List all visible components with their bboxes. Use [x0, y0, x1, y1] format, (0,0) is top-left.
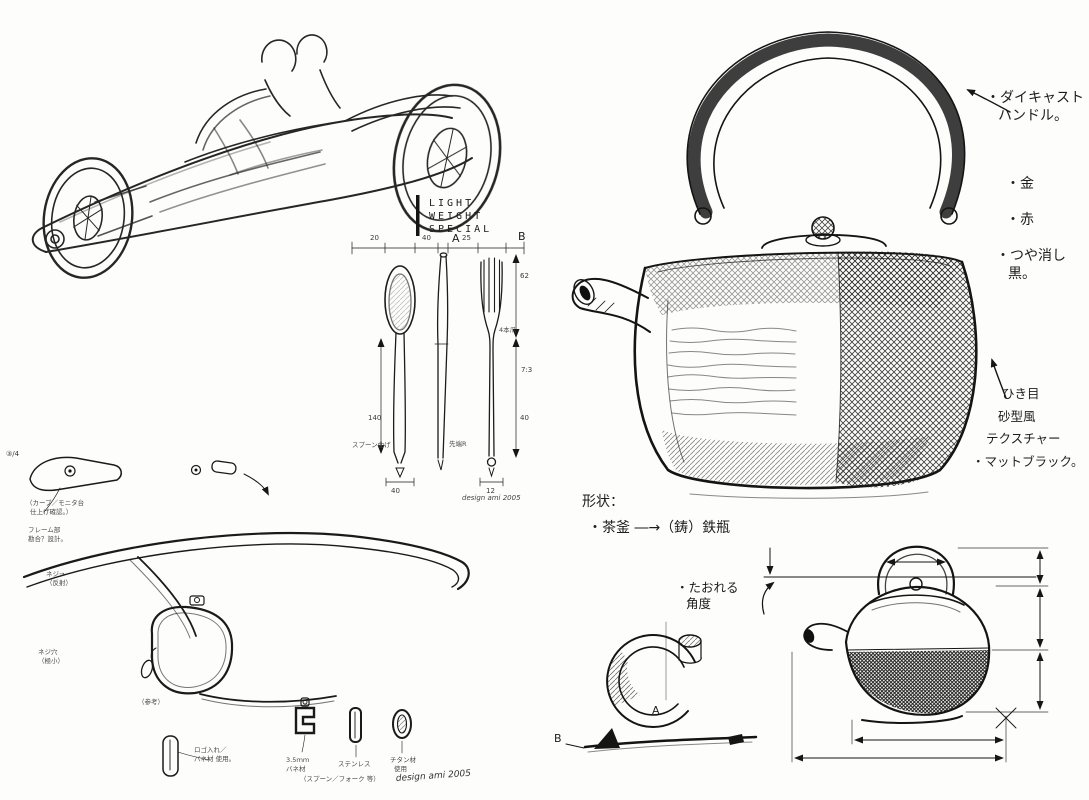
note-matte-line1: ・つや消し — [996, 248, 1066, 264]
note-red: ・赤 — [1006, 212, 1034, 228]
handle-detail-sketch — [565, 621, 758, 753]
dim-tip-spoon: 40 — [391, 487, 400, 495]
caption-bar — [416, 195, 420, 236]
note-g3-line2: （反射） — [46, 578, 72, 587]
note-misc: （スプーン／フォーク 等） — [300, 774, 380, 783]
small-kettle-sketch — [791, 545, 1049, 763]
dim-length: 140 — [368, 414, 381, 422]
note-g6-line1: ロゴ入れ／ — [194, 745, 227, 754]
note-g4-line2: （極小） — [38, 656, 64, 665]
note-part1-line2: バネ材 — [286, 764, 306, 773]
cutlery-signature: design ami 2005 — [462, 494, 521, 502]
glasses-annotations: ③/4 （カーブ／モニタ台 仕上げ確認。） フレーム部 勘合？設計。 ネジ→ （… — [6, 450, 472, 784]
car-caption-line1: LIGHT — [429, 198, 474, 209]
note-handle-line1: ・ダイキャスト — [986, 90, 1084, 106]
dim-top3: 25 — [462, 234, 471, 242]
cutlery-sketch — [351, 241, 525, 487]
car-caption: LIGHT WEIGHT SPECIAL — [416, 195, 492, 236]
note-g1-line2: 仕上げ確認。） — [30, 507, 72, 516]
note-texture-line2: 砂型風 — [998, 409, 1036, 424]
car-sketch — [31, 34, 502, 279]
note-handle-line2: ハンドル。 — [998, 108, 1068, 124]
note-fork: 4本爪 — [499, 325, 517, 334]
kettle-annotations: ・ダイキャスト ハンドル。 ・金 ・赤 ・つや消し 黒。 ひき目 砂型風 テクス… — [582, 90, 1084, 611]
note-pour-line2: 角度 — [686, 596, 712, 611]
kettle-texture-lines — [667, 327, 797, 416]
label-b: B — [554, 732, 562, 745]
note-spoon: スプーン曲げ — [352, 440, 391, 449]
kettle-sketch — [571, 31, 1037, 615]
dim-right1: 62 — [520, 272, 529, 280]
dim-top1: 20 — [370, 234, 379, 242]
note-g1-line1: （カーブ／モニタ台 — [26, 498, 84, 507]
car-front-wheel — [42, 157, 134, 279]
note-g6-line2: バネ材 使用。 — [194, 754, 235, 763]
dim-right2: 40 — [520, 414, 529, 422]
page-number: ③/4 — [6, 450, 20, 458]
note-g3-line1: ネジ→ — [46, 570, 65, 578]
note-texture-line3: テクスチャー — [986, 431, 1061, 446]
note-g2-line2: 勘合？設計。 — [28, 534, 67, 543]
note-gold: ・金 — [1006, 176, 1034, 192]
note-g2-line1: フレーム部 — [28, 525, 61, 534]
note-part3-line2: 使用 — [394, 764, 407, 773]
section-label-a: A — [452, 232, 460, 245]
section-label-b: B — [518, 230, 526, 243]
note-part1-line1: 3.5ｍｍ — [286, 756, 310, 764]
note-part3-line1: チタン材 — [390, 755, 417, 764]
car-caption-line2: WEIGHT — [429, 211, 483, 222]
note-shape-line2: ・茶釜 ―→（鋳）鉄瓶 — [588, 519, 730, 536]
dim-tip-fork: 12 — [486, 487, 495, 495]
note-texture-line4: ・マットブラック。 — [972, 454, 1084, 469]
note-texture-line1: ひき目 — [1002, 386, 1040, 401]
note-g5: （参考） — [138, 697, 164, 706]
note-shape-line1: 形状： — [582, 494, 624, 510]
note-g4-line1: ネジ穴 — [38, 647, 58, 656]
note-knife: 先端R — [449, 439, 467, 448]
dim-top2: 40 — [422, 234, 431, 242]
note-matte-line2: 黒。 — [1008, 266, 1036, 282]
glasses-sketch — [22, 456, 470, 777]
dim-ratio: 7:3 — [521, 366, 532, 374]
cutlery-labels: 20 40 25 A B 62 7:3 40 140 40 12 スプーン曲げ … — [352, 230, 532, 502]
note-part2: ステンレス — [338, 760, 371, 768]
car-caption-line3: SPECIAL — [429, 224, 492, 235]
label-a: A — [652, 704, 660, 717]
note-pour-line1: ・たおれる — [676, 580, 739, 595]
